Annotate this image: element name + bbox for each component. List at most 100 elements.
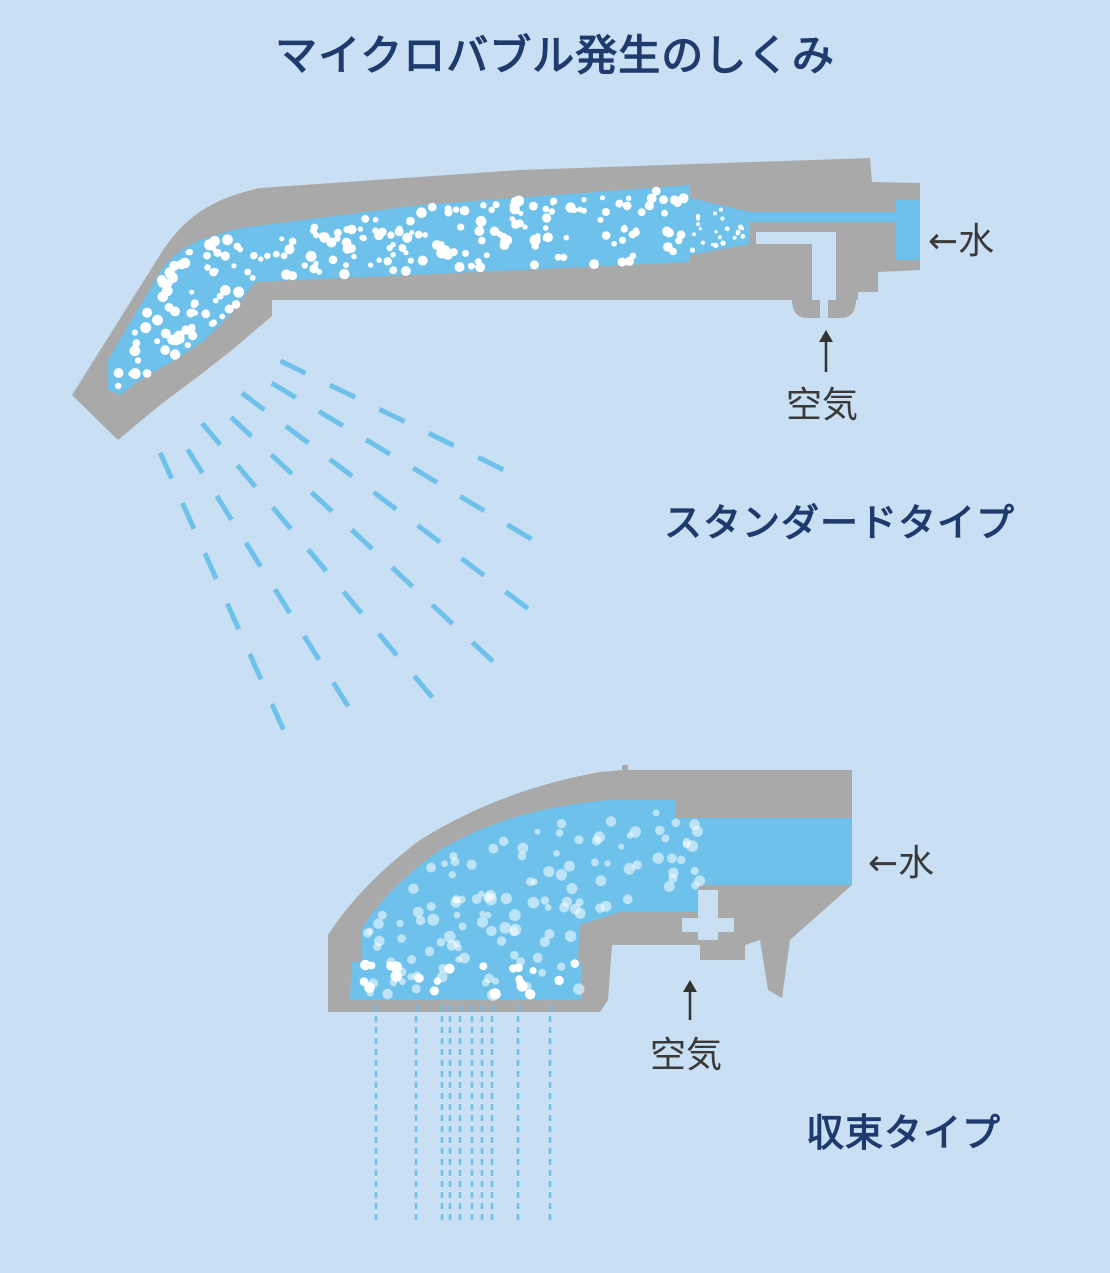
bubble [677,855,686,865]
bubble [134,357,142,364]
bubble [479,962,488,971]
bubble [426,902,436,911]
spray-streak [460,556,486,578]
bubble [486,925,497,937]
bubble [272,250,280,258]
bubble [231,263,237,269]
bubble [415,915,426,926]
bubble [623,863,636,875]
bubble [403,250,409,256]
bubble [361,215,370,223]
bubble [714,230,718,234]
bubble [390,252,396,258]
bubble [516,219,524,228]
bubble [220,285,231,296]
bubble [564,930,577,942]
standard-air-arrow-head [819,330,833,342]
bubble [595,875,607,887]
bubble [453,911,461,919]
bubble [408,883,419,894]
page-title: マイクロバブル発生のしくみ [275,31,835,80]
bubble [208,320,216,327]
bubble [390,241,396,248]
bubble [509,216,515,222]
bubble [740,233,746,239]
bubble [213,268,219,274]
bubble [696,222,701,227]
convergent-water-label: ←水 [868,843,935,884]
bubble [188,323,196,331]
bubble [570,959,580,968]
bubble [589,259,599,269]
bubble [601,231,611,240]
spray-streak [270,380,297,400]
bubble [414,230,423,239]
bubble [453,940,461,948]
bubble [452,206,460,213]
bubble [390,970,402,982]
spray-streak [240,391,266,412]
spray-streak [200,421,223,447]
spray-streak [247,652,264,681]
bubble [691,881,700,890]
bubble [449,852,458,861]
bubble [334,235,341,242]
spray-streak [284,424,310,445]
bubble [424,946,435,957]
spray-streak [235,463,258,489]
bubble [427,913,440,926]
bubble [462,249,469,257]
bubble [652,809,660,817]
bubble [492,201,500,209]
spray-streak [229,415,254,439]
bubble [489,988,501,1000]
bubble [309,264,319,274]
bubble [618,236,627,244]
bubble [561,896,573,907]
spray-streak [306,547,329,573]
spray-streak [328,382,357,400]
bubble [237,246,244,253]
bubble [372,227,379,234]
spray-streak [411,465,439,485]
bubble [544,929,555,939]
bubble [140,322,152,334]
bubble [209,235,220,247]
spray-streak [157,451,174,480]
bubble [479,910,486,918]
bubble [478,890,485,897]
bubble [328,255,338,265]
convergent-bubbles [359,809,706,1001]
bubble [231,300,241,309]
bubble [574,908,586,919]
bubble [360,959,371,971]
bubble [700,240,706,245]
bubble [244,268,252,276]
bubble [454,262,465,272]
standard-water-nozzle [690,198,750,255]
bubble [224,304,234,314]
bubble [160,345,170,355]
bubble [478,236,486,245]
bubble [368,262,374,268]
bubble [662,226,672,237]
bubble [233,286,245,298]
bubble [498,836,509,846]
spray-streak [459,494,486,513]
bubble [625,195,632,201]
bubble [538,968,546,977]
bubble [313,231,320,239]
convergent-air-channel [698,890,718,940]
bubble [436,938,446,947]
bubble [661,209,668,217]
bubble [142,369,152,378]
bubble [560,253,568,261]
bubble [305,250,317,262]
bubble [622,894,633,905]
spray-streak [470,640,495,664]
bubble [573,983,585,995]
spray-streak [341,590,364,615]
bubble [258,256,264,262]
bubble [689,247,696,253]
